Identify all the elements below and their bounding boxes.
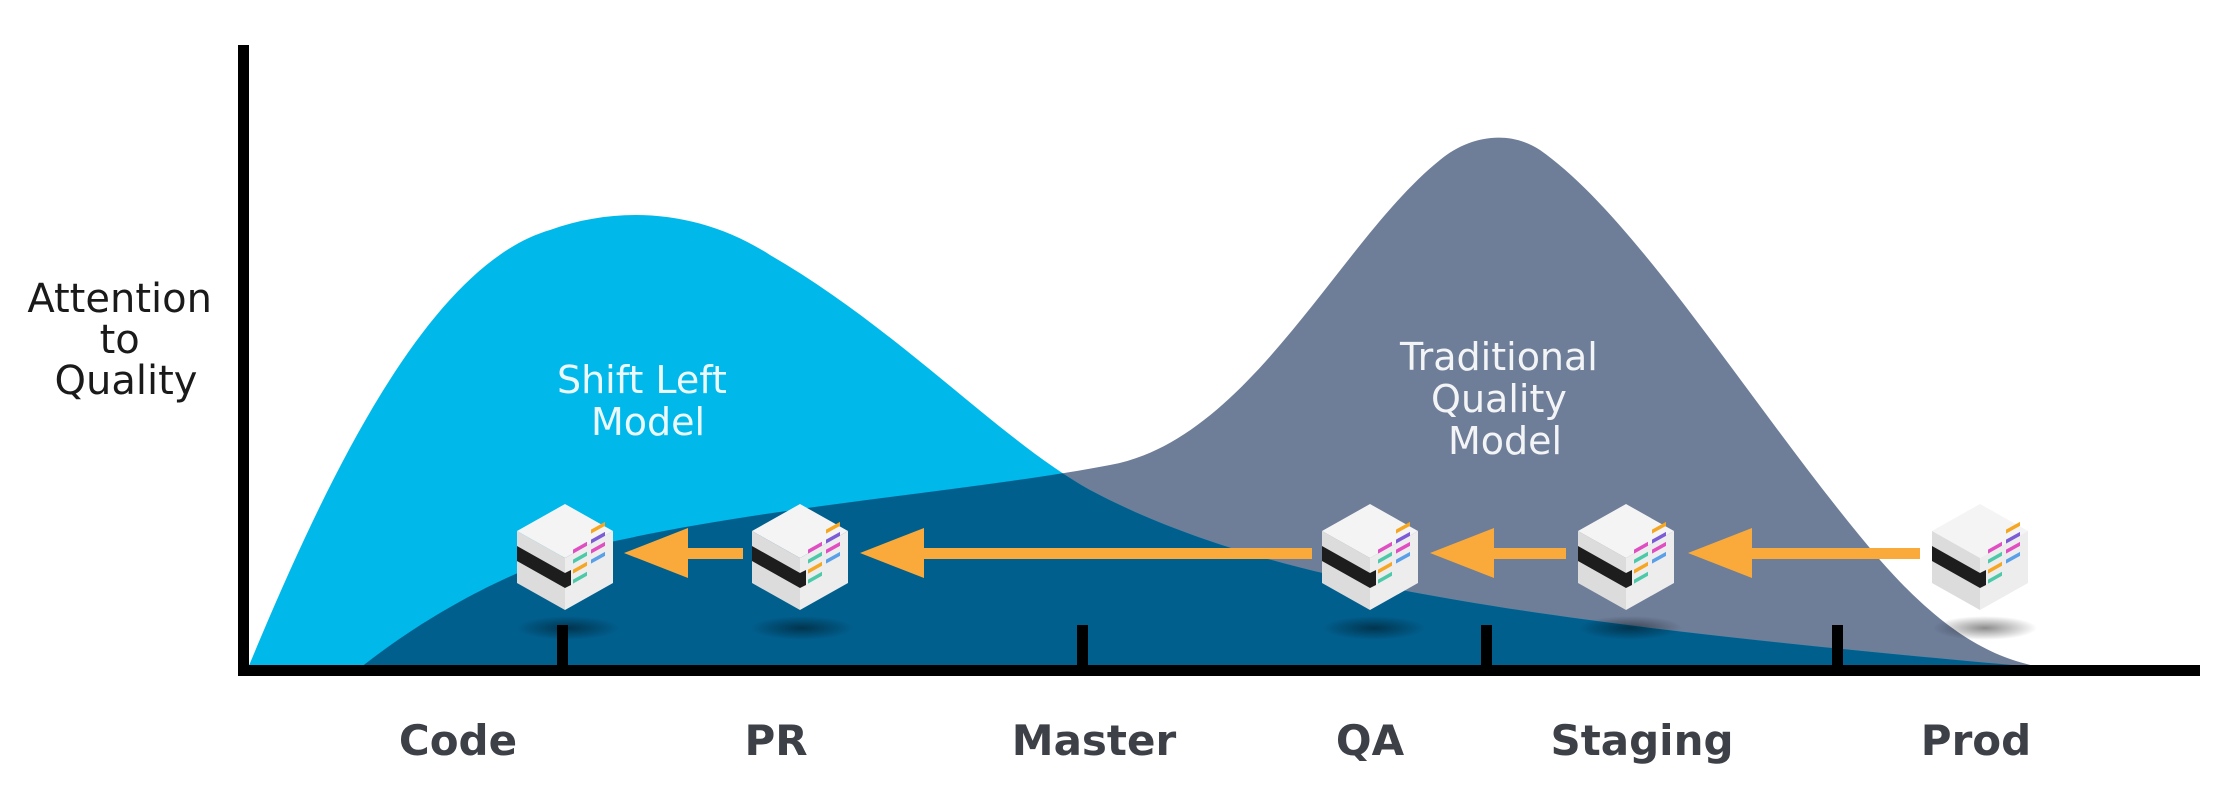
x-axis-tick	[1832, 625, 1843, 667]
arrow-qa-to-pr	[860, 528, 1312, 578]
x-axis-tick	[557, 625, 568, 667]
x-axis	[238, 665, 2200, 676]
stage-label-staging: Staging	[1550, 716, 1733, 765]
test-cube-icon	[1932, 504, 2037, 640]
arrow-prod-to-staging	[1688, 528, 1920, 578]
y-axis-label: Attention to Quality	[27, 276, 224, 404]
stage-label-code: Code	[399, 716, 517, 765]
stage-label-pr: PR	[744, 716, 807, 765]
y-axis	[238, 45, 249, 675]
test-cube-icon	[1322, 504, 1426, 640]
stage-label-qa: QA	[1336, 716, 1405, 765]
traditional-model-label: Traditional Quality Model	[1399, 335, 1610, 463]
stage-label-prod: Prod	[1921, 716, 2031, 765]
shift-left-model-label: Shift Left Model	[557, 358, 739, 444]
x-axis-tick	[1481, 625, 1492, 667]
arrow-pr-to-code	[624, 528, 743, 578]
x-axis-tick	[1077, 625, 1088, 667]
test-cube-icon	[516, 504, 620, 640]
stage-label-master: Master	[1012, 716, 1177, 765]
shift-left-arrows	[624, 528, 1920, 578]
test-cube-icon	[750, 504, 854, 640]
arrow-staging-to-qa	[1430, 528, 1566, 578]
test-cube-icon	[1578, 504, 1682, 640]
